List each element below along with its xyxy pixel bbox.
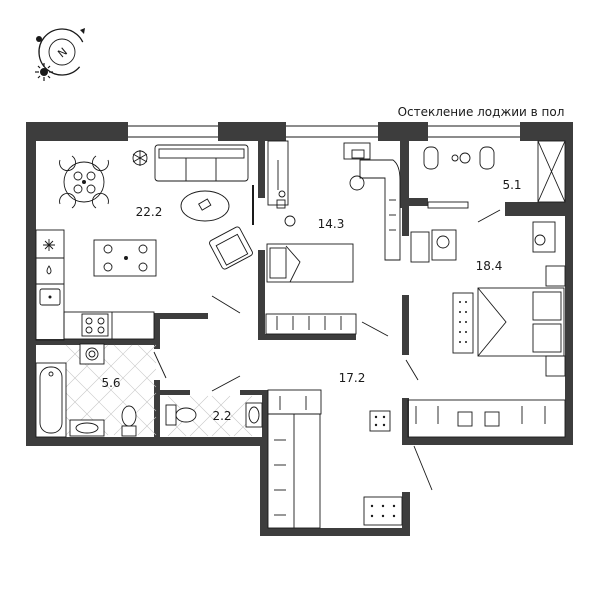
loggia-glazing-caption: Остекление лоджии в пол — [398, 105, 565, 119]
windows — [128, 125, 520, 138]
room-area-small-bedroom: 14.3 — [318, 217, 345, 231]
room-area-bathroom: 5.6 — [101, 376, 120, 390]
living-kitchen-furniture — [35, 144, 254, 341]
loggia-furniture — [423, 140, 566, 223]
compass-icon: N — [36, 28, 86, 76]
bathroom-fixtures — [35, 343, 167, 438]
wc-fixtures — [165, 375, 263, 437]
hall-furniture — [267, 389, 433, 529]
sun-icon — [35, 63, 53, 81]
compass-letter: N — [55, 45, 70, 60]
room-area-living-kitchen: 22.2 — [136, 205, 163, 219]
room-area-hall: 17.2 — [339, 371, 366, 385]
small-bedroom-furniture — [265, 140, 401, 337]
walls — [26, 122, 573, 536]
master-bedroom-furniture — [405, 221, 566, 438]
room-area-wc: 2.2 — [212, 409, 231, 423]
room-area-loggia: 5.1 — [502, 178, 521, 192]
room-area-master-bedroom: 18.4 — [476, 259, 503, 273]
